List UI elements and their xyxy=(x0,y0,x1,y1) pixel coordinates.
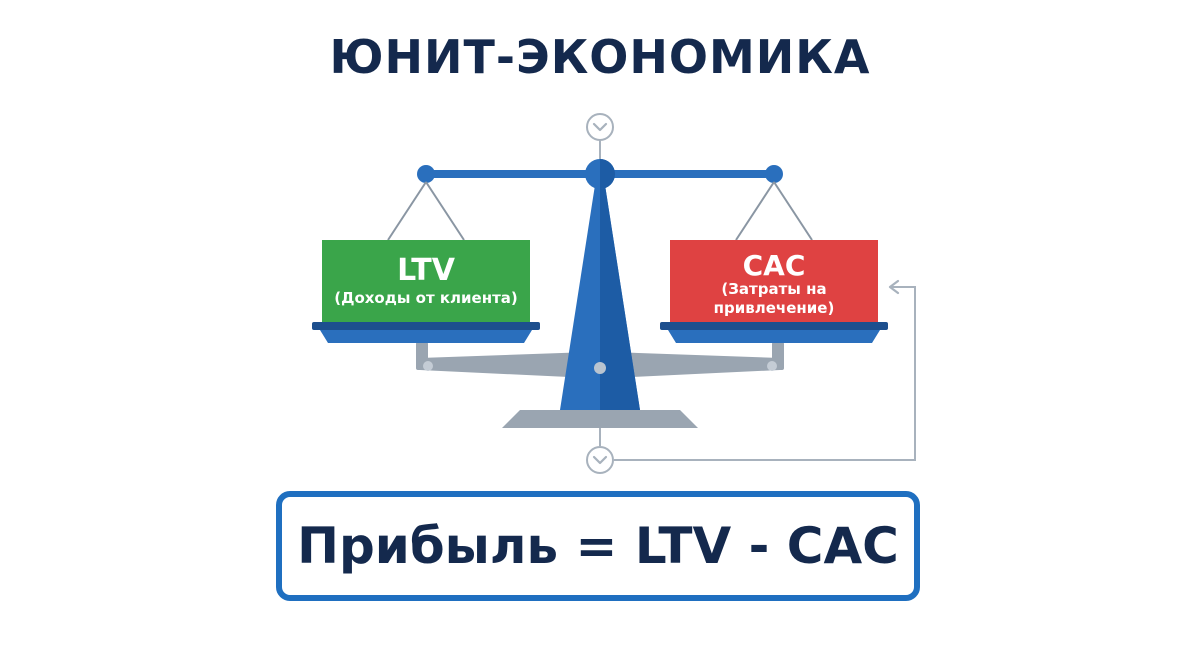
chevron-down-circle-icon xyxy=(586,113,614,141)
scale-base xyxy=(502,410,698,428)
cac-label: CAC xyxy=(743,249,806,282)
cac-sublabel-line2: привлечение) xyxy=(714,299,835,317)
formula-box: Прибыль = LTV - CAC xyxy=(276,491,920,601)
arrow-left-icon xyxy=(888,279,900,295)
formula-text: Прибыль = LTV - CAC xyxy=(297,517,899,575)
ltv-sublabel: (Доходы от клиента) xyxy=(334,289,518,307)
ltv-label: LTV xyxy=(397,253,456,288)
left-pan xyxy=(312,322,540,343)
cac-box: CAC (Затраты на привлечение) xyxy=(670,240,878,322)
chevron-down-circle-icon xyxy=(586,446,614,474)
pivot-bolt xyxy=(594,362,606,374)
feedback-connector xyxy=(614,286,916,461)
right-pan xyxy=(660,322,888,343)
ltv-box: LTV (Доходы от клиента) xyxy=(322,240,530,322)
cac-sublabel-line1: (Затраты на xyxy=(721,280,826,298)
page-title: ЮНИТ-ЭКОНОМИКА xyxy=(329,30,871,84)
